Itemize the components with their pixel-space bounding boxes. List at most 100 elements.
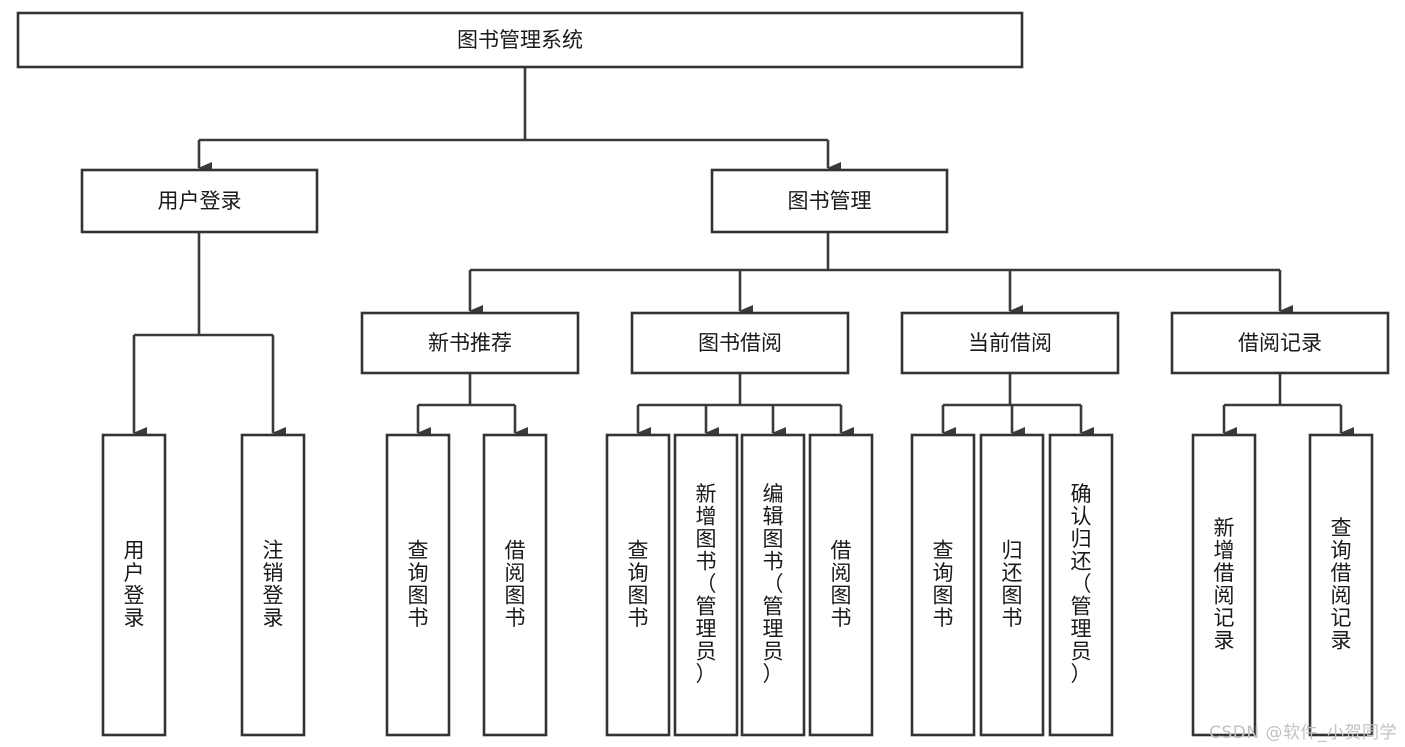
svg-text:录: 录 <box>1331 628 1352 652</box>
svg-text:（: （ <box>763 572 784 596</box>
svg-text:查: 查 <box>1331 516 1352 540</box>
svg-text:书: 书 <box>505 606 526 630</box>
svg-text:）: ） <box>696 662 717 686</box>
svg-text:借: 借 <box>1214 561 1235 585</box>
node-current-borrow[interactable] <box>900 311 1120 375</box>
leaf-add-borrow-record[interactable] <box>1191 433 1257 737</box>
leaf-borrow-book-2[interactable] <box>808 433 874 737</box>
leaf-query-book-1[interactable] <box>385 433 451 737</box>
node-book-borrow[interactable] <box>630 311 850 375</box>
svg-text:还: 还 <box>1002 561 1023 585</box>
node-user-login-label: 用户登录 <box>158 189 242 213</box>
svg-text:新: 新 <box>1214 516 1235 540</box>
svg-text:询: 询 <box>933 561 954 585</box>
svg-text:借: 借 <box>505 538 526 562</box>
svg-text:）: ） <box>763 662 784 686</box>
svg-text:录: 录 <box>1214 628 1235 652</box>
svg-text:书: 书 <box>628 606 649 630</box>
node-book-management-label: 图书管理 <box>788 189 872 213</box>
svg-text:用: 用 <box>124 538 145 562</box>
svg-text:阅: 阅 <box>1331 583 1352 607</box>
svg-text:）: ） <box>1071 662 1092 686</box>
svg-text:登: 登 <box>263 583 284 607</box>
svg-text:员: 员 <box>763 640 784 664</box>
leaf-user-login-leaf-label: 用户登录 <box>124 538 145 630</box>
csdn-watermark: CSDN @软件_小贺同学 <box>1209 723 1397 743</box>
node-borrow-record[interactable] <box>1170 311 1390 375</box>
leaf-query-book-2[interactable] <box>605 433 671 737</box>
leaf-query-book-3[interactable] <box>910 433 976 737</box>
svg-text:（: （ <box>1071 572 1092 596</box>
svg-text:阅: 阅 <box>831 561 852 585</box>
svg-text:员: 员 <box>696 640 717 664</box>
svg-text:新: 新 <box>696 482 717 506</box>
leaf-borrow-book-1[interactable] <box>482 433 548 737</box>
node-current-borrow-label: 当前借阅 <box>968 331 1052 355</box>
svg-text:书: 书 <box>1002 606 1023 630</box>
svg-text:阅: 阅 <box>505 561 526 585</box>
svg-text:销: 销 <box>263 561 284 585</box>
svg-text:登: 登 <box>124 583 145 607</box>
svg-text:户: 户 <box>124 561 145 585</box>
leaf-edit-book[interactable] <box>740 433 806 737</box>
svg-text:记: 记 <box>1214 606 1235 630</box>
svg-text:录: 录 <box>263 606 284 630</box>
svg-text:编: 编 <box>763 482 784 506</box>
svg-text:查: 查 <box>408 538 429 562</box>
svg-text:员: 员 <box>1071 640 1092 664</box>
leaf-add-book[interactable] <box>673 433 739 737</box>
svg-text:管: 管 <box>696 595 717 619</box>
node-borrow-record-label: 借阅记录 <box>1238 331 1322 355</box>
svg-text:询: 询 <box>628 561 649 585</box>
node-book-management[interactable] <box>710 168 949 234</box>
svg-text:理: 理 <box>696 617 717 641</box>
leaf-user-login-leaf[interactable] <box>101 433 167 737</box>
svg-text:书: 书 <box>933 606 954 630</box>
svg-text:管: 管 <box>1071 595 1092 619</box>
node-root-label: 图书管理系统 <box>457 28 583 52</box>
svg-text:图: 图 <box>696 527 717 551</box>
svg-text:借: 借 <box>831 538 852 562</box>
svg-text:图: 图 <box>628 583 649 607</box>
node-book-borrow-label: 图书借阅 <box>698 331 782 355</box>
svg-text:图: 图 <box>763 527 784 551</box>
svg-text:询: 询 <box>408 561 429 585</box>
svg-text:认: 认 <box>1071 505 1092 529</box>
svg-text:记: 记 <box>1331 606 1352 630</box>
svg-text:还: 还 <box>1071 550 1092 574</box>
leaf-return-book[interactable] <box>979 433 1045 737</box>
svg-text:归: 归 <box>1002 538 1023 562</box>
leaf-query-borrow-record[interactable] <box>1308 433 1374 737</box>
svg-text:辑: 辑 <box>763 505 784 529</box>
svg-text:书: 书 <box>408 606 429 630</box>
node-root[interactable] <box>16 11 1024 69</box>
svg-text:增: 增 <box>1214 538 1235 562</box>
svg-text:图: 图 <box>505 583 526 607</box>
connectors-layer <box>132 67 1354 439</box>
leaf-confirm-return[interactable] <box>1048 433 1114 737</box>
svg-text:录: 录 <box>124 606 145 630</box>
leaf-user-logout-leaf[interactable] <box>240 433 306 737</box>
svg-text:理: 理 <box>1071 617 1092 641</box>
svg-text:理: 理 <box>763 617 784 641</box>
svg-text:图: 图 <box>831 583 852 607</box>
node-user-login[interactable] <box>80 168 319 234</box>
node-new-book-recommend[interactable] <box>360 311 580 375</box>
svg-text:借: 借 <box>1331 561 1352 585</box>
svg-text:增: 增 <box>696 505 717 529</box>
svg-text:图: 图 <box>933 583 954 607</box>
svg-text:查: 查 <box>628 538 649 562</box>
